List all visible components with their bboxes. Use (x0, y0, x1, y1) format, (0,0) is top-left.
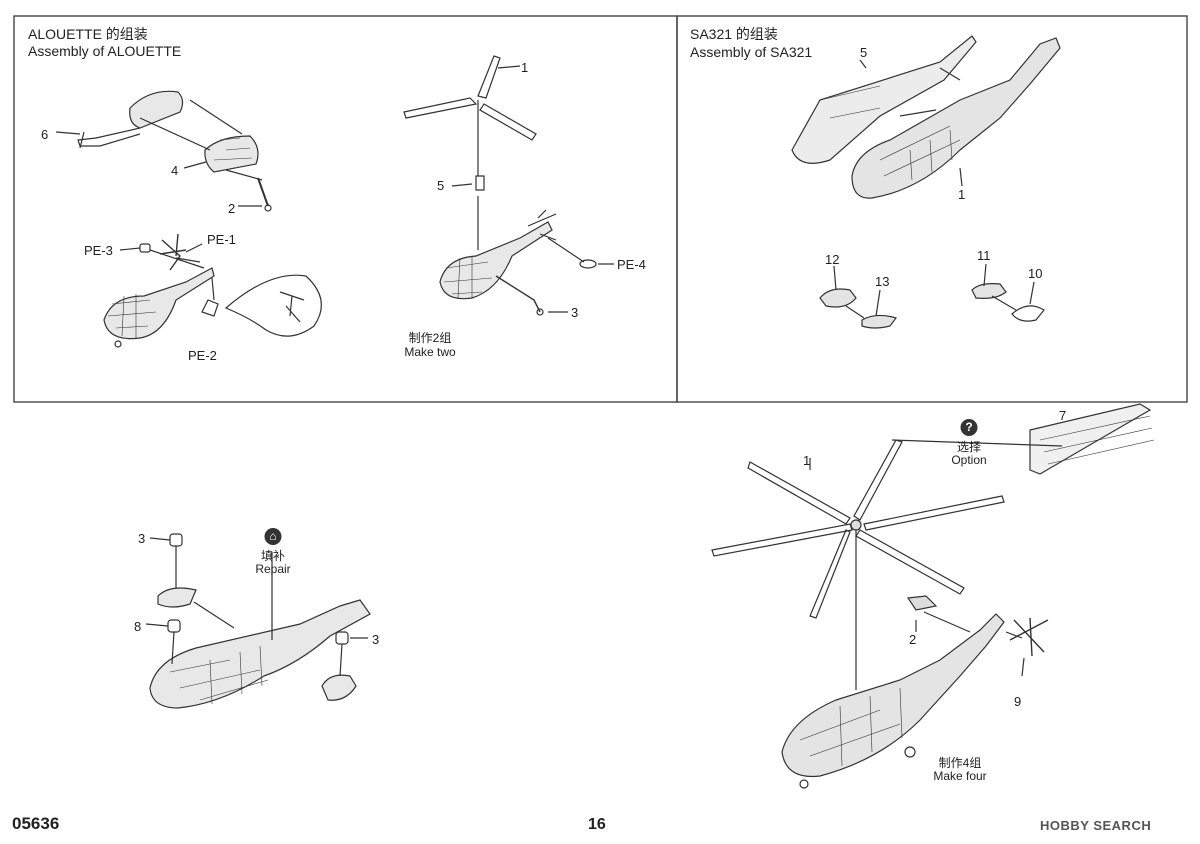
alouette-part-pe1: PE-1 (207, 232, 236, 247)
alouette-part-pe4: PE-4 (617, 257, 646, 272)
sa321-part-1: 1 (958, 187, 966, 202)
alouette-panel-frame (13, 15, 678, 403)
repair-part-8: 8 (134, 619, 142, 634)
alouette-part-pe3: PE-3 (84, 243, 113, 258)
sa321-rotor-part-7: 7 (1059, 408, 1067, 423)
sa321-exploded-drawing (791, 35, 1061, 199)
alouette-part-2: 2 (228, 201, 236, 216)
alouette-note-en: Make two (404, 345, 456, 359)
alouette-part-1: 1 (521, 60, 529, 75)
sa321-title-cn: SA321 的组装 (690, 26, 778, 42)
sa321-note-cn: 制作4组 (938, 756, 982, 770)
alouette-part-5: 5 (437, 178, 445, 193)
brand-watermark: HOBBY SEARCH (1040, 818, 1152, 833)
sa321-rotor-part-9: 9 (1014, 694, 1022, 709)
sa321-rotor-drawing (711, 403, 1155, 789)
alouette-part-6: 6 (41, 127, 49, 142)
alouette-exploded-drawing (55, 90, 272, 212)
repair-step-drawing (145, 533, 371, 709)
sa321-panel-frame (676, 15, 1188, 403)
page-number: 16 (588, 816, 606, 833)
repair-part-3b: 3 (372, 632, 380, 647)
sa321-part-5: 5 (860, 45, 868, 60)
sa321-part-10: 10 (1028, 266, 1043, 281)
alouette-note-cn: 制作2组 (408, 331, 452, 345)
option-note-cn: 选择 (956, 440, 982, 454)
alouette-part-pe2: PE-2 (188, 348, 217, 363)
sa321-title-en: Assembly of SA321 (690, 44, 813, 60)
alouette-title-en: Assembly of ALOUETTE (28, 43, 182, 59)
alouette-title-cn: ALOUETTE 的组装 (28, 26, 148, 42)
repair-note-cn: 填补 (260, 549, 286, 563)
alouette-rotor-drawing (403, 55, 614, 316)
alouette-part-3: 3 (571, 305, 579, 320)
product-code: 05636 (12, 814, 60, 833)
sa321-part-13: 13 (875, 274, 890, 289)
sa321-part-12: 12 (825, 252, 840, 267)
sa321-small-parts-drawing (819, 263, 1045, 329)
sa321-rotor-part-1: 1 (803, 453, 811, 468)
repair-icon: ⌂ (264, 528, 282, 545)
sa321-part-11: 11 (977, 248, 991, 263)
sa321-rotor-part-2: 2 (909, 632, 917, 647)
repair-note-en: Repair (255, 562, 291, 576)
question-mark-icon: ? (960, 419, 978, 436)
alouette-pe-drawing (103, 233, 322, 348)
alouette-part-4: 4 (171, 163, 179, 178)
option-note-en: Option (951, 453, 987, 467)
sa321-note-en: Make four (933, 769, 987, 783)
repair-part-3a: 3 (138, 531, 146, 546)
